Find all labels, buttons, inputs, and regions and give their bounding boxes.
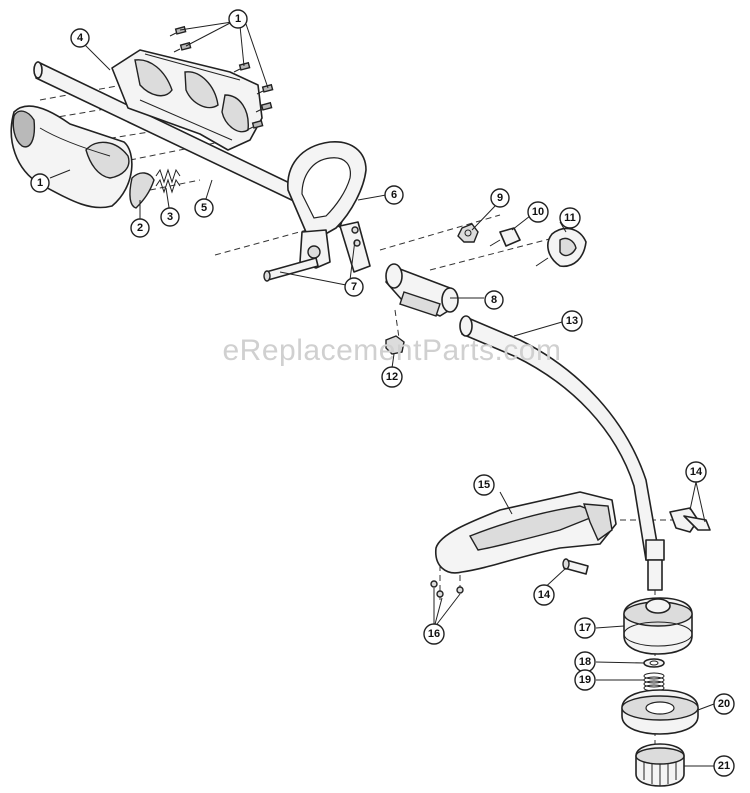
spring: [155, 168, 181, 194]
callout-20: 20: [713, 693, 735, 715]
callout-13: 13: [561, 310, 583, 332]
callout-10: 10: [527, 201, 549, 223]
screw-icon: [246, 119, 264, 131]
callout-number: 14: [538, 589, 551, 601]
screw-icon: [173, 41, 192, 53]
lower-shaft: [459, 315, 665, 591]
screw-icon: [169, 25, 187, 37]
guard-bolt: [669, 507, 711, 533]
callout-number: 13: [566, 315, 578, 327]
callout-number: 12: [386, 371, 398, 383]
callout-number: 1: [235, 13, 241, 25]
handle-grip: [10, 105, 133, 209]
callout-number: 21: [718, 760, 730, 772]
callout-number: 18: [579, 656, 591, 668]
trigger: [129, 172, 155, 209]
lock-nut: [385, 335, 405, 355]
callout-number: 20: [718, 698, 730, 710]
callout-number: 15: [478, 479, 490, 491]
head-spring: [643, 672, 665, 692]
callout-number: 2: [137, 222, 143, 234]
screw-icon: [255, 101, 273, 113]
washer: [643, 658, 665, 668]
callout-number: 10: [532, 206, 544, 218]
housing-cover: [111, 49, 263, 151]
spool: [621, 689, 699, 735]
callout-number: 1: [37, 177, 43, 189]
watermark: eReplacementParts.com: [223, 334, 562, 367]
callout-number: 8: [491, 294, 497, 306]
callout-number: 11: [564, 212, 576, 224]
coupler: [385, 263, 459, 317]
callout-3: 3: [160, 207, 180, 227]
callout-number: 19: [579, 674, 591, 686]
callout-number: 3: [167, 211, 173, 223]
bump-knob: [635, 743, 685, 787]
knob: [535, 227, 587, 267]
callout-19: 19: [574, 669, 596, 691]
callout-18: 18: [574, 651, 596, 673]
callout-9: 9: [490, 188, 510, 208]
callout-14b: 14: [533, 584, 555, 606]
leader-lines: [49, 21, 715, 767]
callout-6: 6: [384, 185, 404, 205]
clamp-bolt: [263, 221, 371, 282]
callout-17: 17: [574, 617, 596, 639]
callout-number: 14: [690, 466, 703, 478]
callout-15: 15: [473, 474, 495, 496]
trimmer-head-housing: [623, 597, 693, 655]
callout-5: 5: [194, 198, 214, 218]
callout-1a: 1: [228, 9, 248, 29]
callout-4: 4: [70, 28, 90, 48]
callout-number: 7: [351, 281, 357, 293]
guard-screw: [562, 558, 589, 575]
callout-8: 8: [484, 290, 504, 310]
callout-number: 17: [579, 622, 591, 634]
callout-number: 6: [391, 189, 397, 201]
callout-1b: 1: [30, 173, 50, 193]
callout-16: 16: [423, 623, 445, 645]
loop-handle: [287, 141, 367, 269]
guard-fasteners: [430, 580, 464, 598]
callout-2: 2: [130, 218, 150, 238]
debris-guard: [435, 491, 617, 574]
screw-icon: [256, 83, 274, 95]
callout-number: 9: [497, 192, 503, 204]
callout-21: 21: [713, 755, 735, 777]
callout-number: 5: [201, 202, 207, 214]
callout-11: 11: [559, 207, 581, 229]
screw-icon: [233, 61, 251, 73]
callout-number: 4: [77, 32, 84, 44]
callout-12: 12: [381, 366, 403, 388]
callout-number: 16: [428, 628, 440, 640]
knob-bolt: [489, 227, 521, 247]
callout-7: 7: [344, 277, 364, 297]
